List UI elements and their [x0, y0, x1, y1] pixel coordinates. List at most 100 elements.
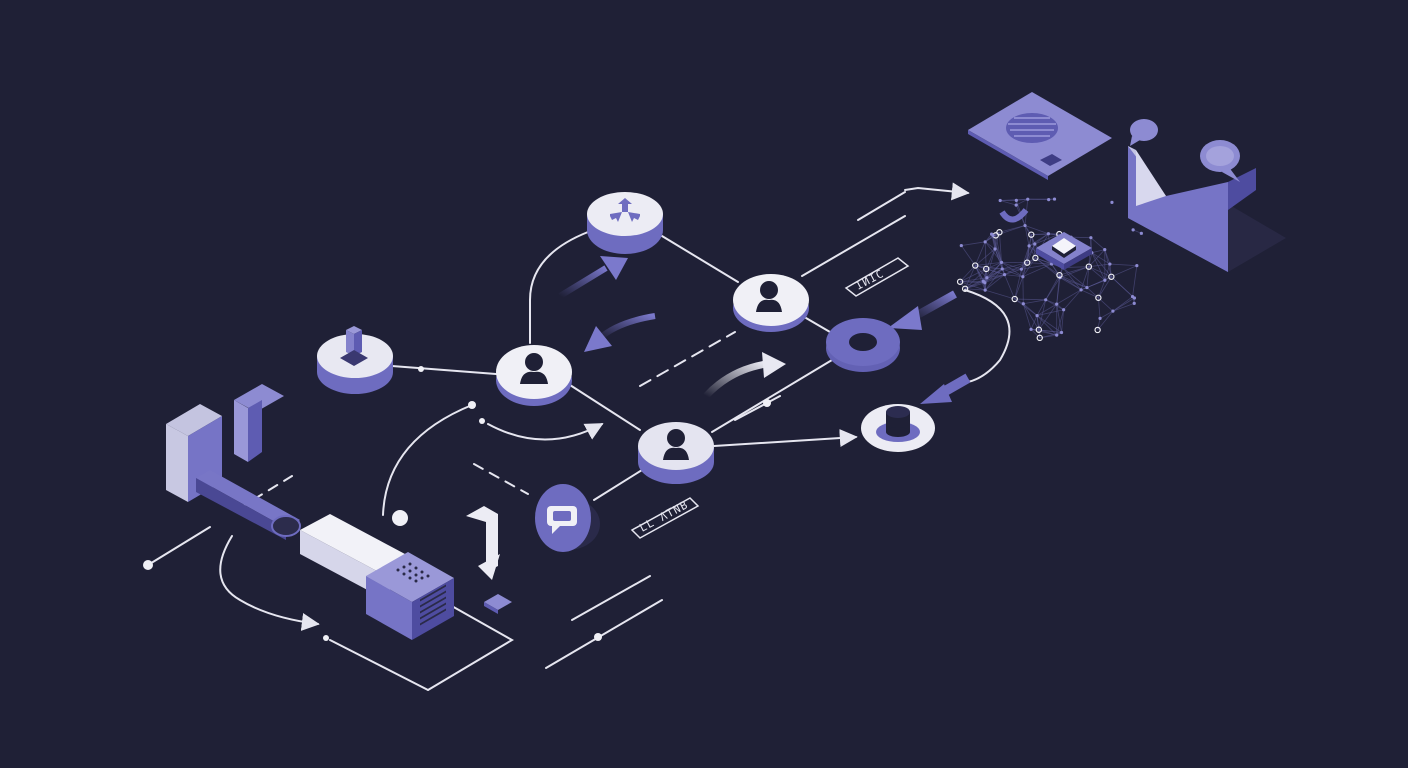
mesh-link — [959, 281, 986, 291]
mesh-link — [1024, 225, 1030, 246]
user-icon — [663, 429, 689, 460]
top-hub-node[interactable] — [587, 192, 663, 254]
mesh-link — [999, 232, 1002, 263]
mesh-link — [1104, 249, 1111, 265]
mesh-link — [1022, 303, 1040, 330]
mesh-node — [1032, 254, 1039, 262]
mesh-link — [1112, 302, 1135, 312]
mesh-node — [983, 240, 987, 244]
mesh-link — [974, 265, 986, 291]
mesh-link — [964, 268, 987, 290]
mesh-link — [959, 268, 987, 283]
mesh-link — [1132, 265, 1138, 297]
mesh-node — [961, 285, 969, 292]
connector-line — [382, 404, 473, 516]
mesh-link — [1111, 276, 1135, 299]
mesh-node — [1023, 223, 1027, 228]
mesh-link — [1000, 198, 1028, 201]
mesh-link — [1014, 276, 1024, 300]
mesh-node — [999, 260, 1004, 264]
mesh-link — [1023, 299, 1046, 305]
mesh-node — [1059, 330, 1064, 335]
ring-node[interactable] — [826, 318, 900, 372]
mesh-link — [1056, 275, 1060, 305]
mesh-link — [960, 245, 976, 266]
device-tube-end — [271, 515, 301, 537]
connector-line — [801, 215, 906, 277]
mesh-link — [1091, 252, 1111, 265]
mesh-link — [1080, 279, 1106, 291]
lower-user-node[interactable] — [638, 422, 714, 484]
folder-icon[interactable] — [1128, 146, 1286, 272]
connector-line — [529, 231, 589, 344]
speaker-left — [366, 576, 412, 640]
connector-line — [571, 575, 651, 621]
output-node[interactable] — [861, 404, 935, 452]
small-hub-node[interactable] — [317, 326, 393, 394]
mesh-link — [1004, 262, 1028, 275]
network-core-chip — [1036, 232, 1092, 270]
connector-lines — [147, 182, 1011, 691]
mesh-link — [1097, 318, 1101, 331]
user-icon — [756, 281, 782, 312]
mesh-link — [1104, 249, 1112, 277]
chat-bubble-icon — [1130, 119, 1240, 182]
mesh-link — [959, 281, 966, 290]
mesh-node — [1044, 298, 1048, 302]
mesh-link — [1027, 262, 1052, 265]
chat-node[interactable] — [535, 484, 600, 552]
mesh-node — [1135, 263, 1139, 268]
mesh-node — [1052, 197, 1057, 201]
line-dot — [479, 418, 485, 424]
mesh-link — [1062, 267, 1082, 291]
mesh-node — [1056, 271, 1063, 279]
device-block-top — [166, 404, 222, 436]
mesh-link — [1091, 249, 1105, 254]
mesh-link — [1022, 263, 1052, 278]
arrow-icon — [888, 306, 922, 330]
mesh-link — [1023, 303, 1038, 316]
mesh-link — [964, 277, 988, 290]
mesh-node — [1047, 197, 1051, 202]
connector-line — [805, 317, 831, 333]
mesh-link — [984, 241, 996, 250]
document-icon[interactable] — [968, 92, 1112, 180]
connector-line — [329, 639, 429, 691]
line-dot — [418, 366, 424, 372]
connector-line — [964, 289, 1011, 383]
mesh-link — [994, 248, 1003, 270]
mesh-link — [1001, 261, 1022, 270]
line-dot — [392, 510, 408, 526]
line-dot — [468, 401, 476, 409]
arrow-icon — [762, 352, 786, 378]
tag-lower: LL ΛΤΝΒ — [630, 497, 700, 539]
mesh-link — [986, 248, 996, 278]
motion-arrow — [703, 360, 767, 399]
device-tube — [196, 470, 300, 528]
mesh-node — [983, 265, 990, 273]
connector-line — [391, 365, 497, 375]
mesh-link — [974, 248, 996, 266]
mesh-link — [984, 241, 987, 269]
mesh-node — [1027, 244, 1031, 248]
center-user-node[interactable] — [496, 345, 572, 406]
mesh-node — [1000, 267, 1004, 271]
mesh-link — [985, 248, 996, 270]
input-device — [166, 384, 454, 640]
connector-line — [639, 331, 736, 387]
motion-arrow — [558, 265, 608, 299]
mesh-link — [1098, 297, 1114, 312]
mesh-node — [1132, 301, 1136, 305]
connector-line — [219, 535, 320, 631]
mesh-node — [1011, 295, 1018, 303]
mesh-node — [1110, 200, 1114, 204]
mesh-node — [1024, 259, 1031, 266]
mesh-node — [996, 229, 1003, 236]
mesh-link — [1037, 309, 1064, 316]
arrow-icon — [600, 256, 628, 280]
connector-line — [473, 463, 529, 495]
right-user-node[interactable] — [733, 274, 809, 332]
mesh-node — [1098, 316, 1102, 320]
mesh-link — [1024, 225, 1032, 235]
mesh-link — [986, 268, 1003, 279]
